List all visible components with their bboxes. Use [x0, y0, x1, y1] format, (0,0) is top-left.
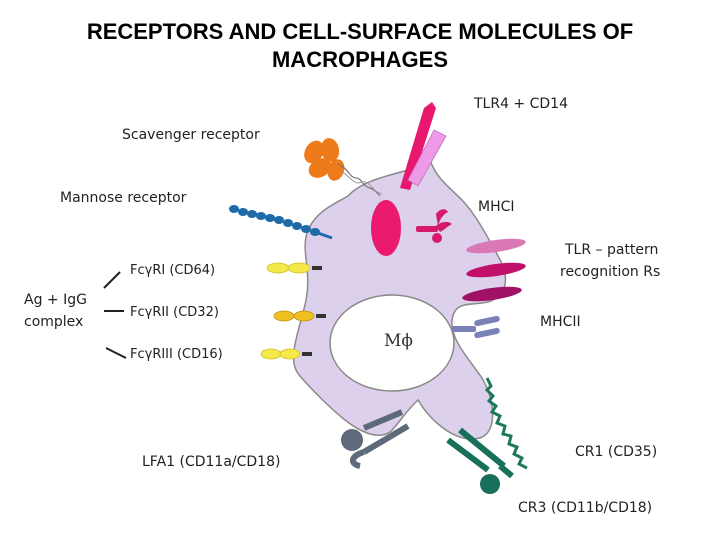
nucleus-label: Mϕ — [384, 331, 413, 351]
label-cr1: CR1 (CD35) — [575, 444, 657, 460]
label-fcgrii: FcγRII (CD32) — [130, 305, 219, 320]
label-mannose-receptor: Mannose receptor — [60, 190, 187, 206]
cr3-receptor — [446, 427, 514, 479]
mhcii-receptor — [452, 315, 500, 339]
cd14-shape — [407, 129, 447, 187]
nucleus — [329, 294, 455, 392]
lfa1-receptor — [350, 409, 410, 469]
scavenger-receptor — [304, 138, 383, 197]
label-ag-igg-line-1: Ag + IgG — [24, 292, 87, 308]
mannose-receptor — [229, 205, 333, 240]
ag-igg-connector-lines — [103, 271, 127, 359]
lfa1-head — [341, 429, 363, 451]
label-mhcii: MHCII — [540, 314, 581, 330]
cr1-receptor — [484, 377, 528, 470]
label-scavenger-receptor: Scavenger receptor — [122, 127, 260, 143]
label-tlr-pattern-line-1: TLR – pattern — [564, 242, 658, 258]
intracellular-vesicle — [371, 200, 401, 256]
label-mhci: MHCI — [478, 199, 515, 215]
fcgriii-receptor — [260, 348, 312, 360]
label-tlr-pattern-line-2: recognition Rs — [560, 264, 660, 280]
cr3-head — [480, 474, 500, 494]
title-line-2: MACROPHAGES — [271, 47, 448, 72]
mhci-receptor — [416, 209, 452, 243]
tlr-pattern-recognition-receptors — [462, 238, 526, 302]
label-ag-igg-line-2: complex — [24, 314, 83, 330]
fcgri-receptor — [266, 262, 322, 274]
tlr4-cd14-receptor — [400, 102, 447, 190]
label-fcgriii: FcγRIII (CD16) — [130, 347, 223, 362]
label-lfa1: LFA1 (CD11a/CD18) — [142, 454, 280, 470]
label-cr3: CR3 (CD11b/CD18) — [518, 500, 652, 516]
page-title: RECEPTORS AND CELL-SURFACE MOLECULES OF … — [0, 18, 720, 74]
tlr4-shape — [400, 102, 436, 190]
title-line-1: RECEPTORS AND CELL-SURFACE MOLECULES OF — [86, 19, 634, 44]
label-fcgri: FcγRI (CD64) — [130, 263, 215, 278]
fcgrii-receptor — [273, 310, 326, 322]
label-tlr4-cd14: TLR4 + CD14 — [473, 96, 568, 112]
